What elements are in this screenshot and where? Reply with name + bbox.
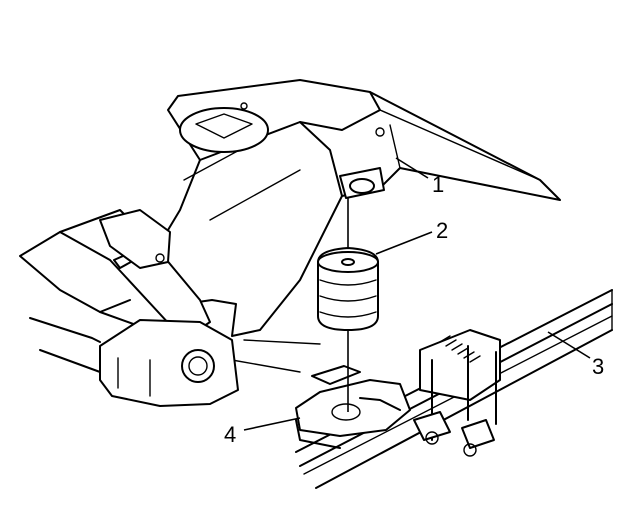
jounce-bumper: [317, 247, 379, 331]
front-frame-horn: [19, 209, 211, 341]
callout-1: 1: [432, 172, 444, 197]
callout-3: 3: [592, 354, 604, 379]
u-bolt-clamp: [413, 329, 501, 457]
callout-4: 4: [224, 422, 236, 447]
bumper-mount-bracket: [339, 167, 385, 199]
leader-lines: [243, 157, 591, 431]
upper-spring-seat: [179, 102, 385, 153]
axle-bracket: [295, 365, 411, 449]
lower-frame-rail: [29, 317, 321, 373]
callout-2: 2: [436, 218, 448, 243]
body-mount-cushion: [99, 319, 239, 407]
